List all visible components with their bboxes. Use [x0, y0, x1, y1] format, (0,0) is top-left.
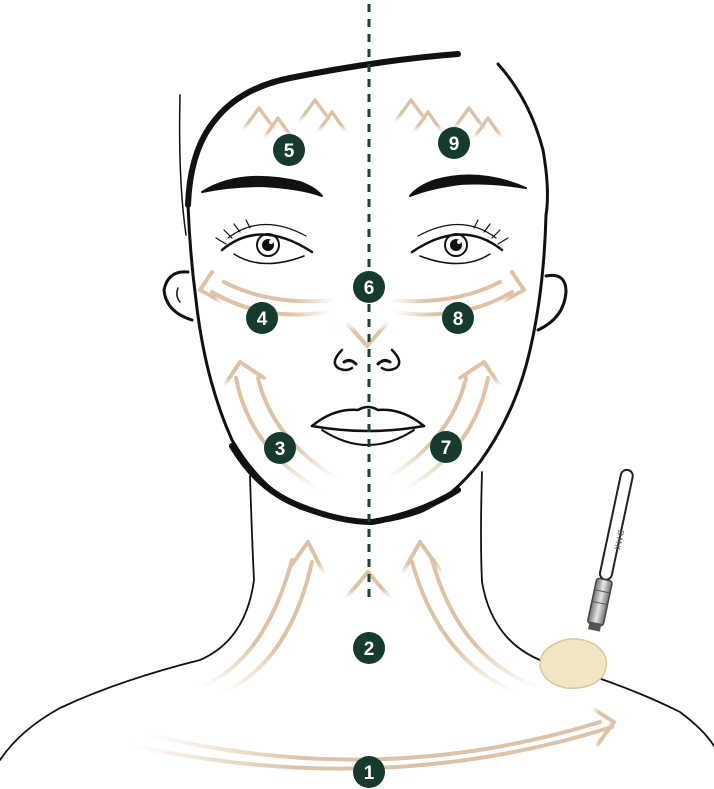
brush-handle — [599, 469, 634, 581]
right-lashes — [474, 220, 508, 244]
step-badge-9: 9 — [438, 127, 470, 159]
step-badge-8: 8 — [442, 302, 474, 334]
arrow-7-right-jaw — [388, 362, 500, 490]
brush-illustration: DMK — [540, 468, 638, 688]
head-left-back — [180, 95, 186, 235]
arrow-2-neck-left — [200, 542, 324, 692]
step-badge-6: 6 — [353, 271, 385, 303]
step-badge-1: 1 — [353, 756, 385, 788]
left-eyebrow — [202, 177, 322, 196]
nostril-right — [378, 360, 390, 364]
step-badge-4: 4 — [246, 302, 278, 334]
step-badge-2: 2 — [353, 632, 385, 664]
left-lashes — [216, 220, 250, 244]
step-badge-4-label: 4 — [257, 309, 268, 330]
step-badge-2-label: 2 — [364, 639, 375, 660]
step-badge-5-label: 5 — [284, 141, 295, 162]
step-badge-1-label: 1 — [364, 763, 375, 784]
step-badge-7: 7 — [430, 431, 462, 463]
face-left-side — [188, 205, 370, 522]
step-badge-7-label: 7 — [441, 438, 452, 459]
step-badge-3: 3 — [264, 432, 296, 464]
nostril-left — [344, 360, 356, 364]
step-badge-9-label: 9 — [449, 134, 460, 155]
step-badge-3-label: 3 — [275, 439, 286, 460]
right-eyebrow — [410, 176, 526, 197]
step-badge-5: 5 — [273, 134, 305, 166]
brush-ferrule — [587, 578, 612, 626]
right-eye-highlight — [457, 240, 461, 244]
left-ear — [164, 272, 192, 320]
jawline — [232, 446, 458, 522]
left-eye-highlight — [269, 240, 273, 244]
neck-left — [0, 476, 254, 760]
step-badge-8-label: 8 — [453, 309, 464, 330]
arrow-2-neck-right — [402, 542, 540, 692]
brush-sponge — [540, 639, 606, 688]
head-right — [498, 64, 547, 215]
step-badge-6-label: 6 — [364, 278, 375, 299]
left-ear-inner — [177, 288, 180, 302]
